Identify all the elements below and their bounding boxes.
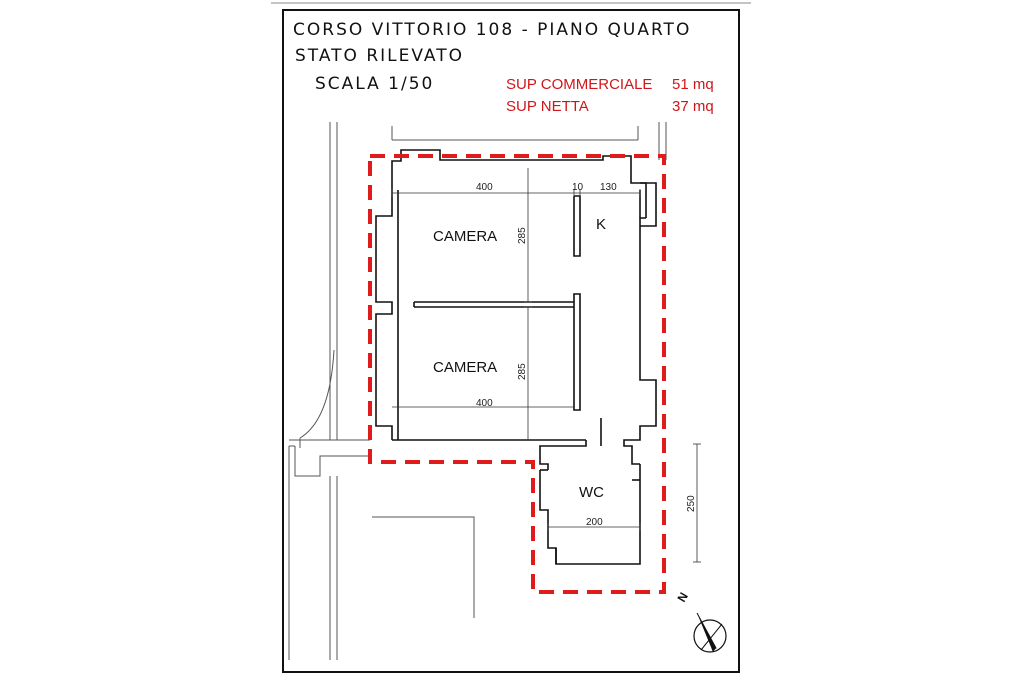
address-title: CORSO VITTORIO 108 - PIANO QUARTO: [293, 20, 691, 40]
dim-top-width: 400: [476, 182, 493, 193]
room-label-kitchen: K: [596, 216, 606, 233]
dim-kitchen-width: 130: [600, 182, 617, 193]
adjacent-building-lines: [288, 122, 667, 660]
dim-room2-height: 285: [517, 363, 528, 380]
dim-wc-width: 200: [586, 517, 603, 528]
dim-room1-height: 285: [517, 227, 528, 244]
room-label-camera-2: CAMERA: [433, 359, 497, 376]
dim-room2-width: 400: [476, 398, 493, 409]
apartment-walls: [375, 149, 657, 565]
commercial-surface-value: 51 mq: [672, 76, 714, 93]
dim-wall-thickness: 10: [572, 182, 584, 193]
status-title: STATO RILEVATO: [295, 46, 464, 66]
entrance-door-swing: [299, 349, 335, 439]
commercial-surface-label: SUP COMMERCIALE: [506, 76, 652, 93]
net-surface-value: 37 mq: [672, 98, 714, 115]
room-label-camera-1: CAMERA: [433, 228, 497, 245]
dimension-lines: [391, 168, 701, 563]
commercial-boundary: [368, 154, 666, 594]
dim-wc-height: 250: [686, 495, 697, 512]
net-surface-label: SUP NETTA: [506, 98, 589, 115]
room-label-wc: WC: [579, 484, 604, 501]
scale-label: SCALA 1/50: [315, 74, 434, 94]
